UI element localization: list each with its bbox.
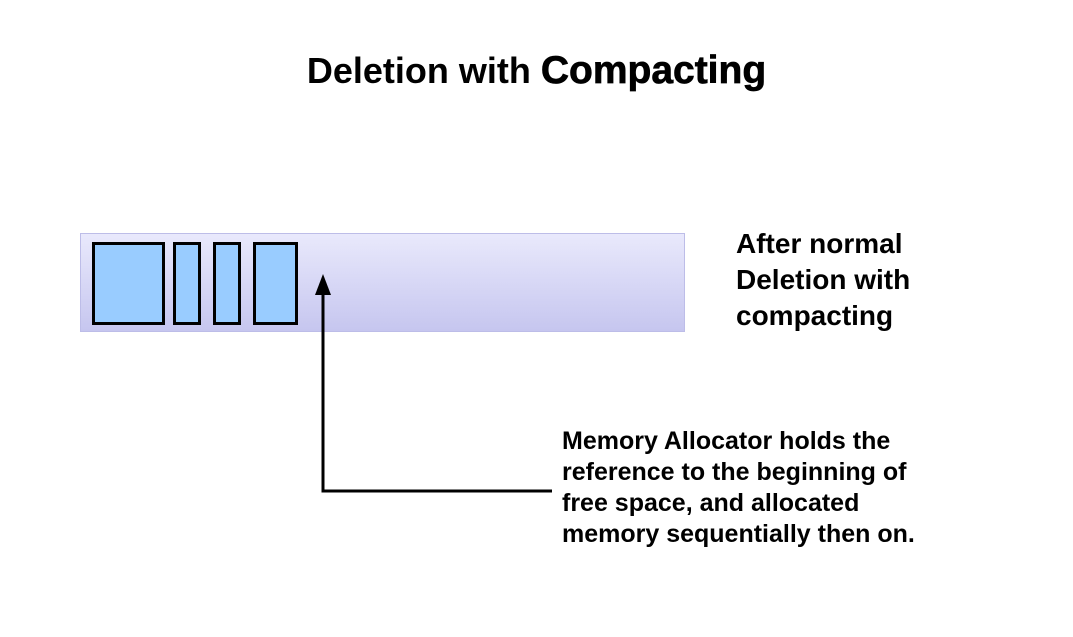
memory-block [213,242,241,325]
memory-block [253,242,298,325]
slide-title: Deletion with Compacting [0,48,1073,95]
memory-block [92,242,165,325]
title-prefix: Deletion with [306,50,541,91]
memory-block [173,242,201,325]
memory-bar [80,233,685,332]
annotation-text: Memory Allocator holds the reference to … [562,427,915,548]
title-emphasis: Compacting [540,49,767,93]
bar-caption: After normal Deletion with compacting [736,228,911,331]
pointer-arrow-icon [315,274,552,493]
